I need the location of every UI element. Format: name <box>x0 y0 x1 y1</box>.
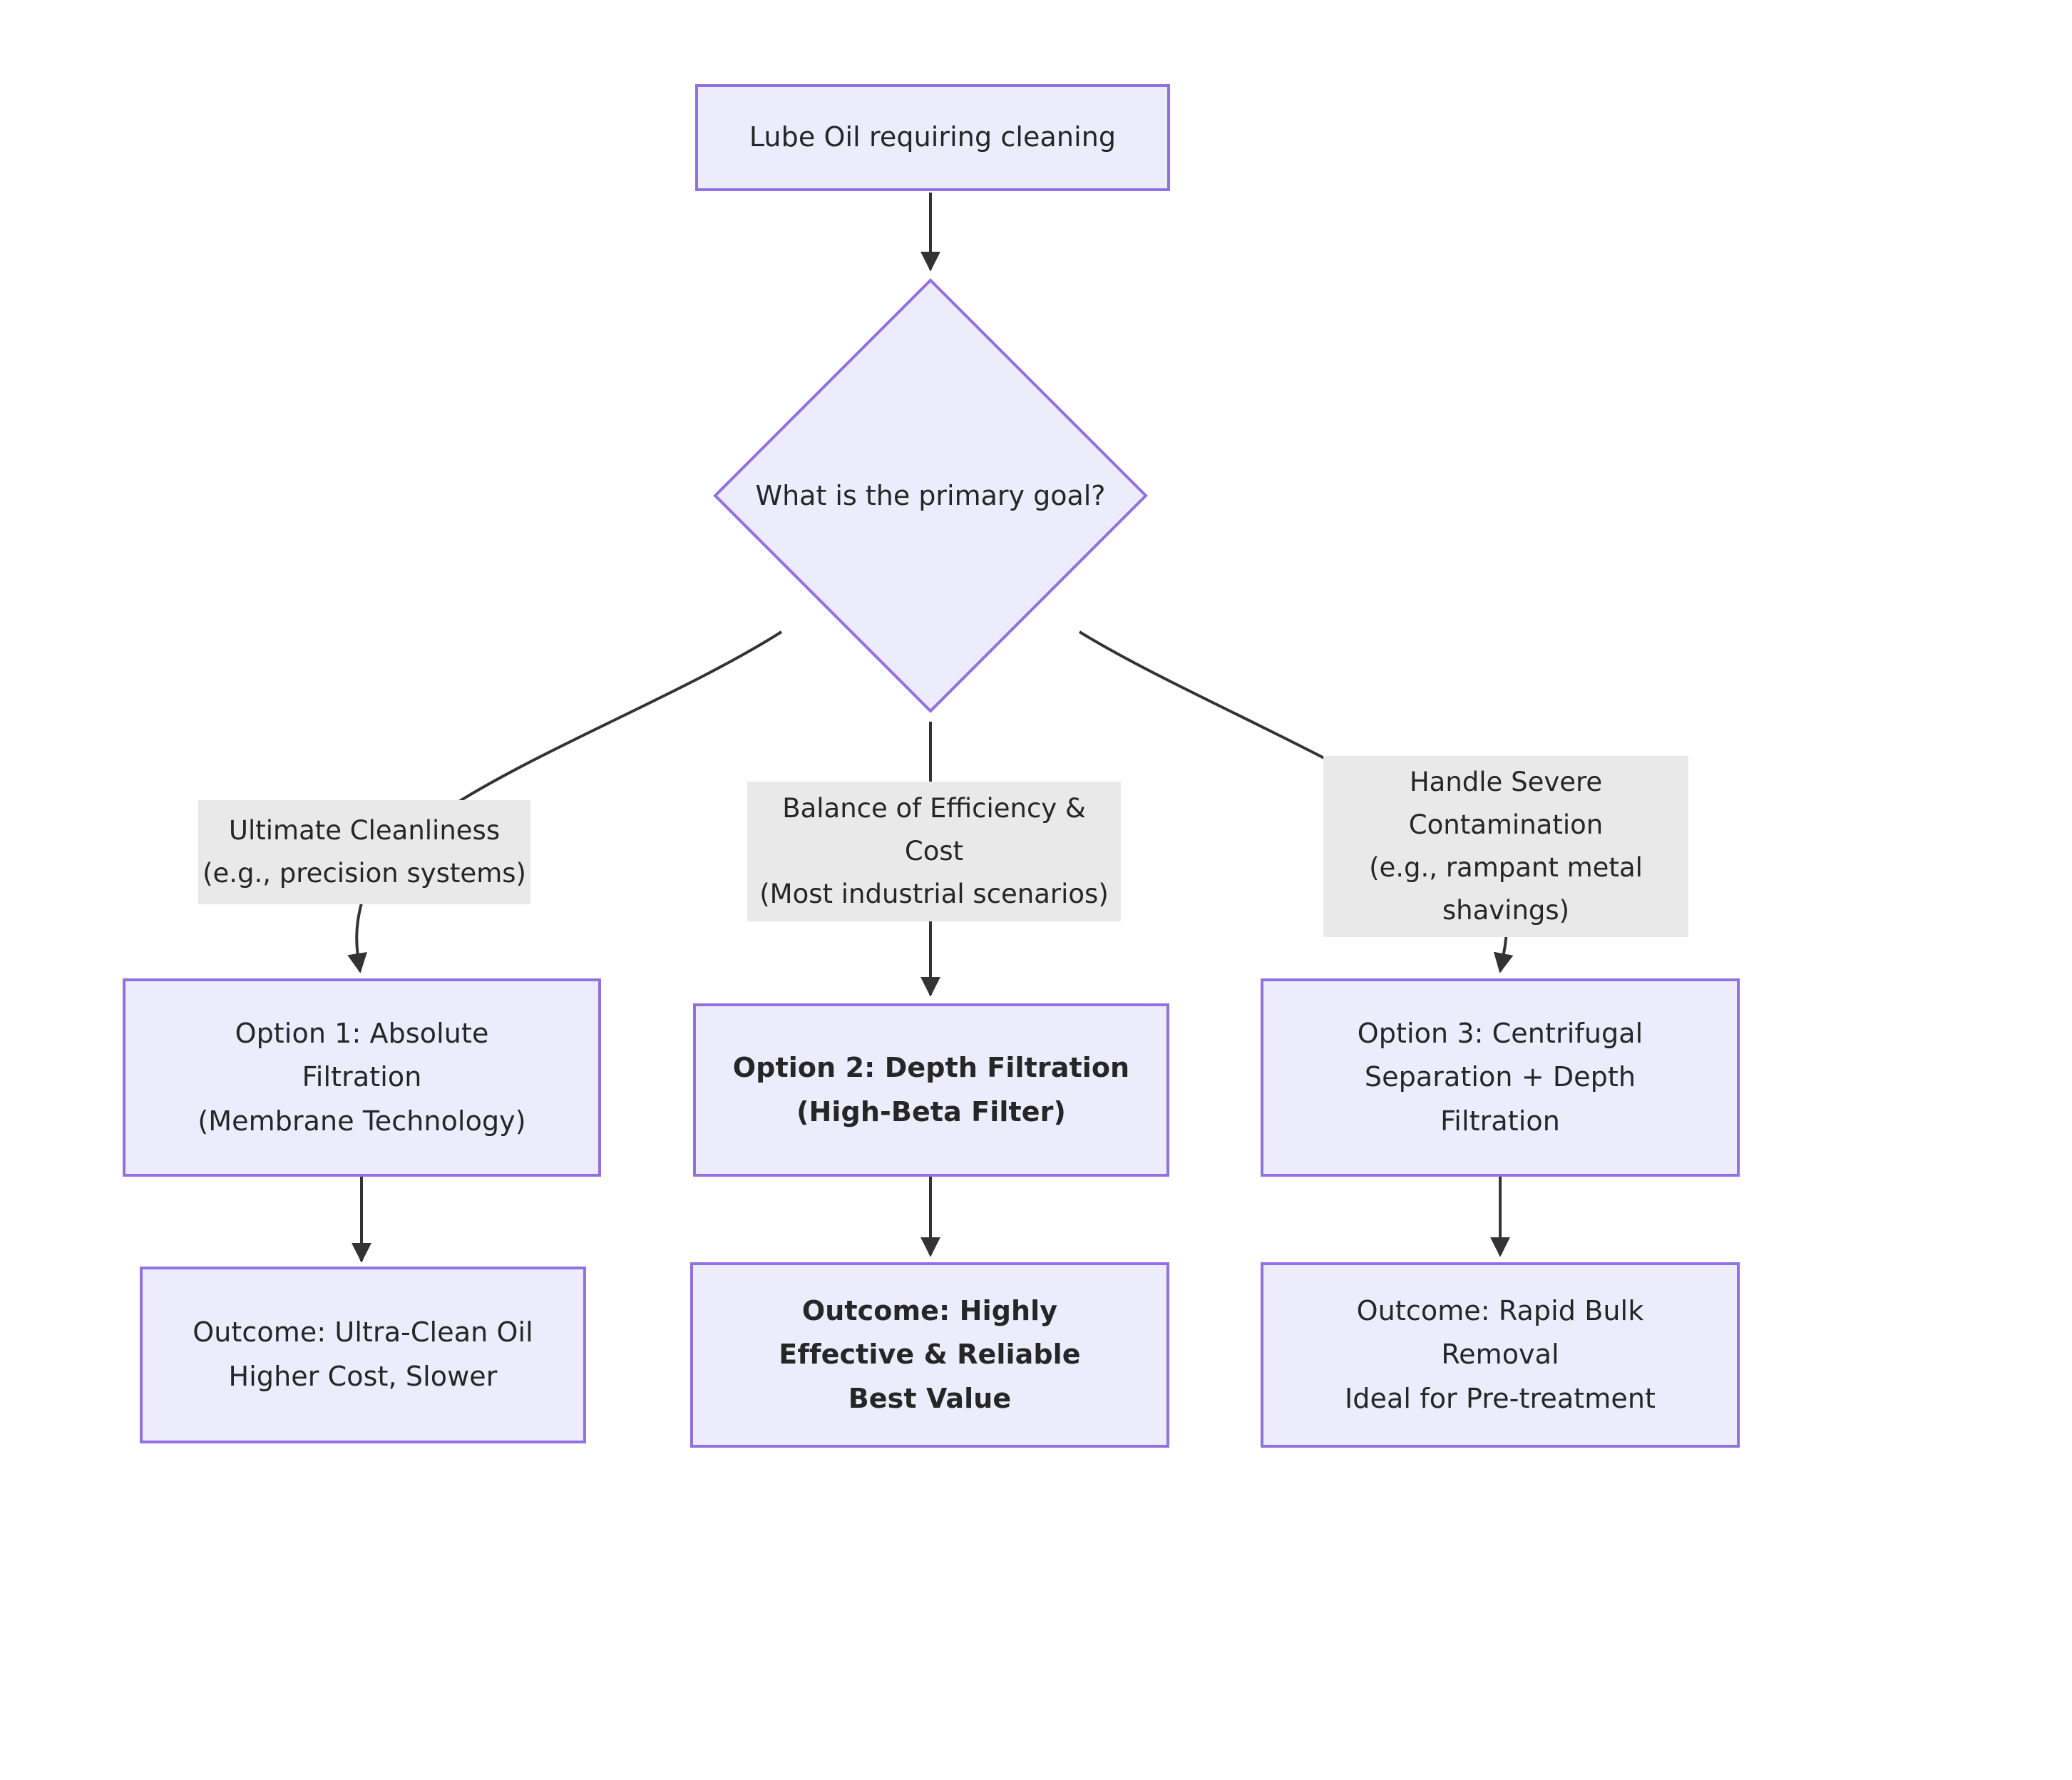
node-option1-line-3: (Membrane Technology) <box>198 1105 526 1137</box>
edge-label-right-line-2: Contamination <box>1408 809 1604 841</box>
node-decision[interactable]: What is the primary goal? <box>713 278 1148 713</box>
edge-label-left-line-1: Ultimate Cleanliness <box>228 815 501 846</box>
node-option-3-centrifugal-separation[interactable]: Option 3: Centrifugal Separation + Depth… <box>1261 978 1740 1177</box>
node-option-1-absolute-filtration[interactable]: Option 1: Absolute Filtration (Membrane … <box>123 978 601 1177</box>
edge-label-handle-severe-contamination: Handle Severe Contamination (e.g., rampa… <box>1323 756 1688 937</box>
node-outcome3-line-2: Removal <box>1441 1339 1559 1371</box>
edge-label-right-line-3: (e.g., rampant metal <box>1369 852 1643 883</box>
node-outcome3-line-1: Outcome: Rapid Bulk <box>1356 1294 1644 1326</box>
node-outcome-ultra-clean-oil[interactable]: Outcome: Ultra-Clean Oil Higher Cost, Sl… <box>140 1267 586 1443</box>
node-option-2-depth-filtration[interactable]: Option 2: Depth Filtration (High-Beta Fi… <box>693 1003 1169 1177</box>
node-outcome1-line-2: Higher Cost, Slower <box>228 1361 498 1392</box>
edge-label-middle-line-1: Balance of Efficiency & <box>782 793 1086 824</box>
edge-label-right-line-1: Handle Severe <box>1409 767 1603 798</box>
node-option2-line-1: Option 2: Depth Filtration <box>732 1051 1130 1083</box>
node-option3-line-1: Option 3: Centrifugal <box>1357 1017 1643 1049</box>
node-start[interactable]: Lube Oil requiring cleaning <box>695 84 1170 191</box>
node-option3-line-2: Separation + Depth <box>1364 1061 1636 1093</box>
node-decision-label: What is the primary goal? <box>755 480 1106 511</box>
edge-label-right-line-4: shavings) <box>1442 894 1570 926</box>
node-outcome-highly-effective-reliable[interactable]: Outcome: Highly Effective & Reliable Bes… <box>690 1262 1169 1448</box>
edge-label-left-line-2: (e.g., precision systems) <box>202 858 526 889</box>
edge-label-middle-line-2: Cost <box>904 836 964 867</box>
node-option1-line-2: Filtration <box>302 1061 422 1093</box>
node-outcome2-line-3: Best Value <box>848 1382 1012 1414</box>
node-outcome1-line-1: Outcome: Ultra-Clean Oil <box>193 1316 533 1349</box>
node-option3-line-3: Filtration <box>1440 1105 1560 1137</box>
node-start-line-1: Lube Oil requiring cleaning <box>749 121 1117 153</box>
node-outcome2-line-1: Outcome: Highly <box>801 1294 1058 1326</box>
edge-label-balance-efficiency-cost: Balance of Efficiency & Cost (Most indus… <box>747 782 1121 921</box>
node-outcome2-line-2: Effective & Reliable <box>779 1339 1081 1371</box>
edge-label-middle-line-3: (Most industrial scenarios) <box>759 878 1109 909</box>
node-option1-line-1: Option 1: Absolute <box>235 1017 489 1049</box>
diamond-shape <box>713 278 1148 713</box>
node-outcome-rapid-bulk-removal[interactable]: Outcome: Rapid Bulk Removal Ideal for Pr… <box>1261 1262 1740 1448</box>
edge-label-ultimate-cleanliness: Ultimate Cleanliness (e.g., precision sy… <box>198 800 530 904</box>
node-outcome3-line-3: Ideal for Pre-treatment <box>1344 1382 1656 1414</box>
node-option2-line-2: (High-Beta Filter) <box>796 1095 1066 1127</box>
